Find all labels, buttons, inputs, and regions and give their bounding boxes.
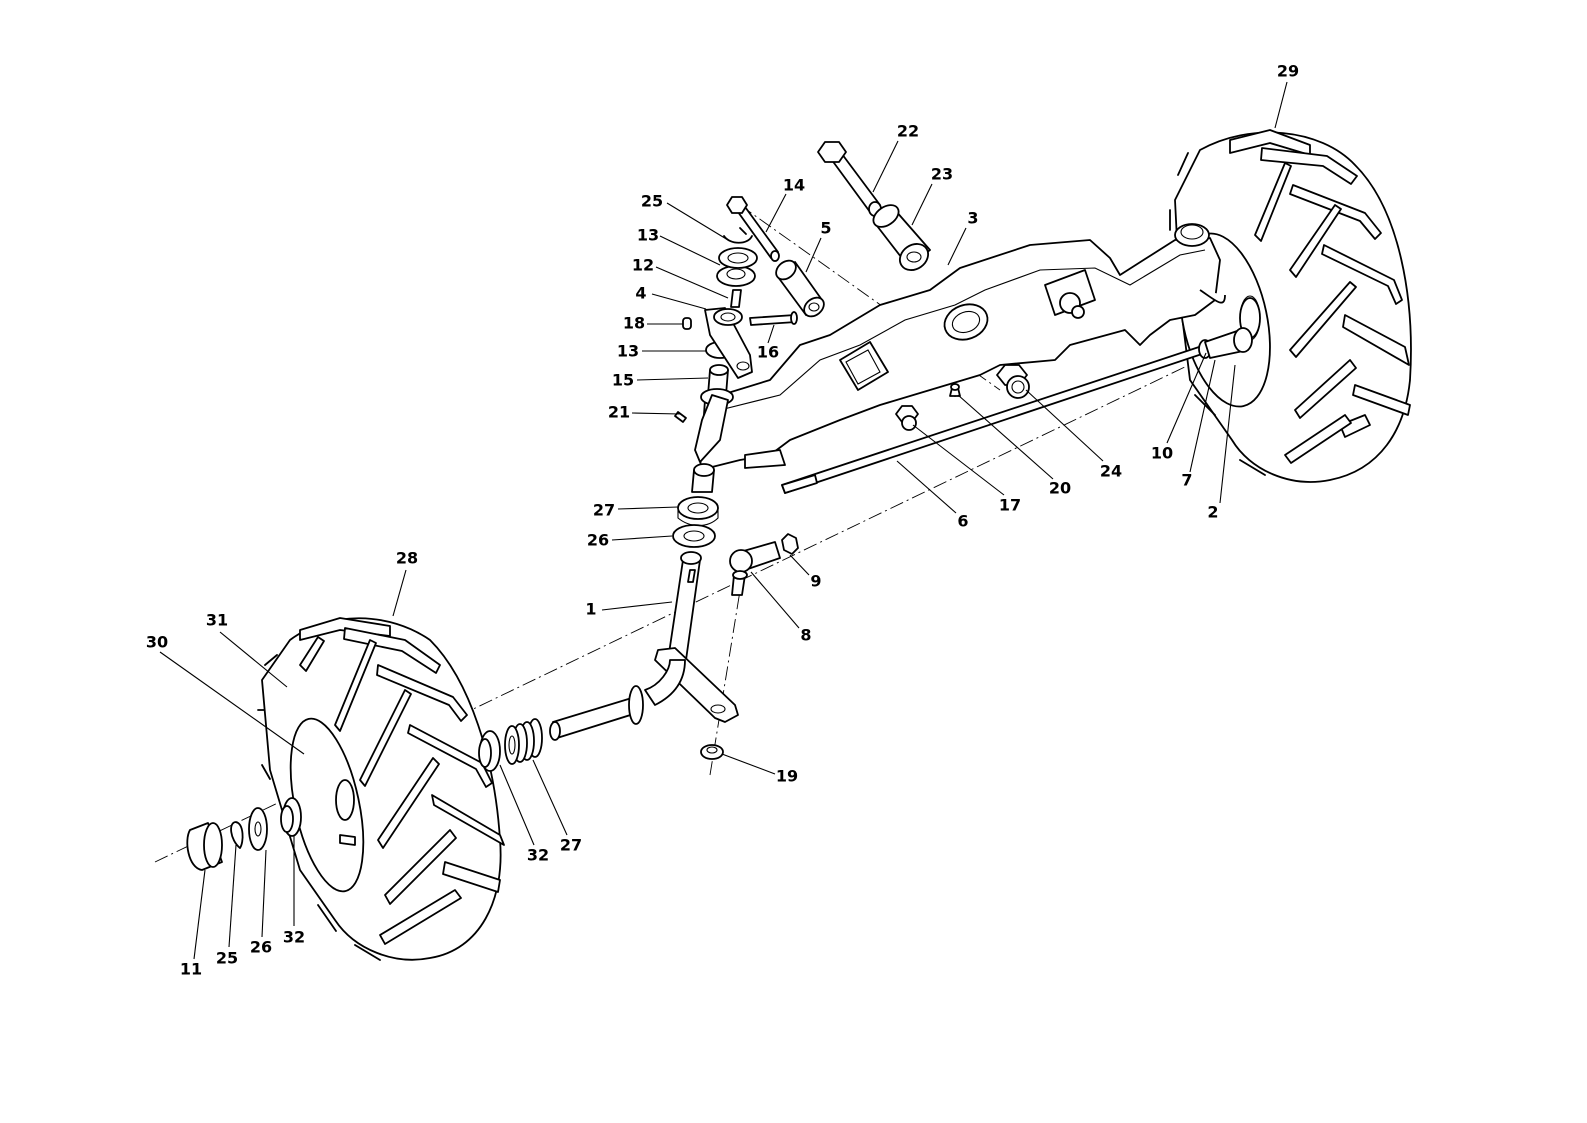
- washer-26: [248, 807, 268, 851]
- bolt-22: [817, 141, 882, 217]
- nut-in-beam: [1059, 292, 1085, 319]
- callout-23: 23: [931, 165, 953, 184]
- callout-9: 9: [810, 572, 821, 591]
- nut-24: [996, 364, 1030, 399]
- callout-13-top: 13: [637, 226, 659, 245]
- callout-31: 31: [206, 611, 228, 630]
- callout-25-bottom: 25: [216, 949, 238, 968]
- callout-20: 20: [1049, 479, 1071, 498]
- callout-32-right: 32: [527, 846, 549, 865]
- callouts: 1 2 3 4 5 6 7 8 9 10 11 12 13 13 14 15 1: [146, 62, 1299, 979]
- bolt-14: [726, 196, 780, 262]
- callout-11: 11: [180, 960, 202, 979]
- callout-12: 12: [632, 256, 654, 275]
- tie-rod: [781, 327, 1253, 494]
- callout-18: 18: [623, 314, 645, 333]
- callout-13-lower: 13: [617, 342, 639, 361]
- steering-arm: [704, 227, 758, 379]
- cap-11: [186, 822, 223, 871]
- callout-19: 19: [776, 767, 798, 786]
- fitting-20: [949, 383, 961, 397]
- callout-30: 30: [146, 633, 168, 652]
- pin-18: [682, 317, 692, 330]
- spring-27: [504, 718, 543, 765]
- callout-26-top: 26: [587, 531, 609, 550]
- hub-bearing-32: [478, 730, 501, 772]
- callout-29: 29: [1277, 62, 1299, 81]
- callout-7: 7: [1181, 471, 1192, 490]
- callout-27-top: 27: [593, 501, 615, 520]
- bushing-23: [872, 204, 931, 271]
- right-wheel: [1169, 129, 1412, 483]
- outer-bearing-32: [280, 797, 302, 837]
- callout-2: 2: [1207, 503, 1218, 522]
- callout-3: 3: [967, 209, 978, 228]
- nut-17: [895, 405, 919, 431]
- pin-16: [749, 311, 798, 326]
- callout-27-bottom: 27: [560, 836, 582, 855]
- spindle: [549, 551, 739, 741]
- callout-4: 4: [635, 284, 646, 303]
- callout-5: 5: [820, 219, 831, 238]
- callout-24: 24: [1100, 462, 1122, 481]
- nut-9: [781, 533, 799, 555]
- callout-26-bottom: 26: [250, 938, 272, 957]
- callout-22: 22: [897, 122, 919, 141]
- callout-32-left: 32: [283, 928, 305, 947]
- callout-21: 21: [608, 403, 630, 422]
- callout-16: 16: [757, 343, 779, 362]
- clip-25: [230, 821, 244, 849]
- sleeve-5: [775, 259, 825, 318]
- callout-8: 8: [800, 626, 811, 645]
- callout-6: 6: [957, 512, 968, 531]
- callout-10: 10: [1151, 444, 1173, 463]
- callout-17: 17: [999, 496, 1021, 515]
- callout-14: 14: [783, 176, 805, 195]
- callout-28: 28: [396, 549, 418, 568]
- left-wheel: [257, 617, 505, 961]
- ball-joint-8: [729, 541, 781, 596]
- callout-1: 1: [585, 600, 596, 619]
- callout-15: 15: [612, 371, 634, 390]
- callout-25-top: 25: [641, 192, 663, 211]
- nipple-19: [700, 744, 724, 760]
